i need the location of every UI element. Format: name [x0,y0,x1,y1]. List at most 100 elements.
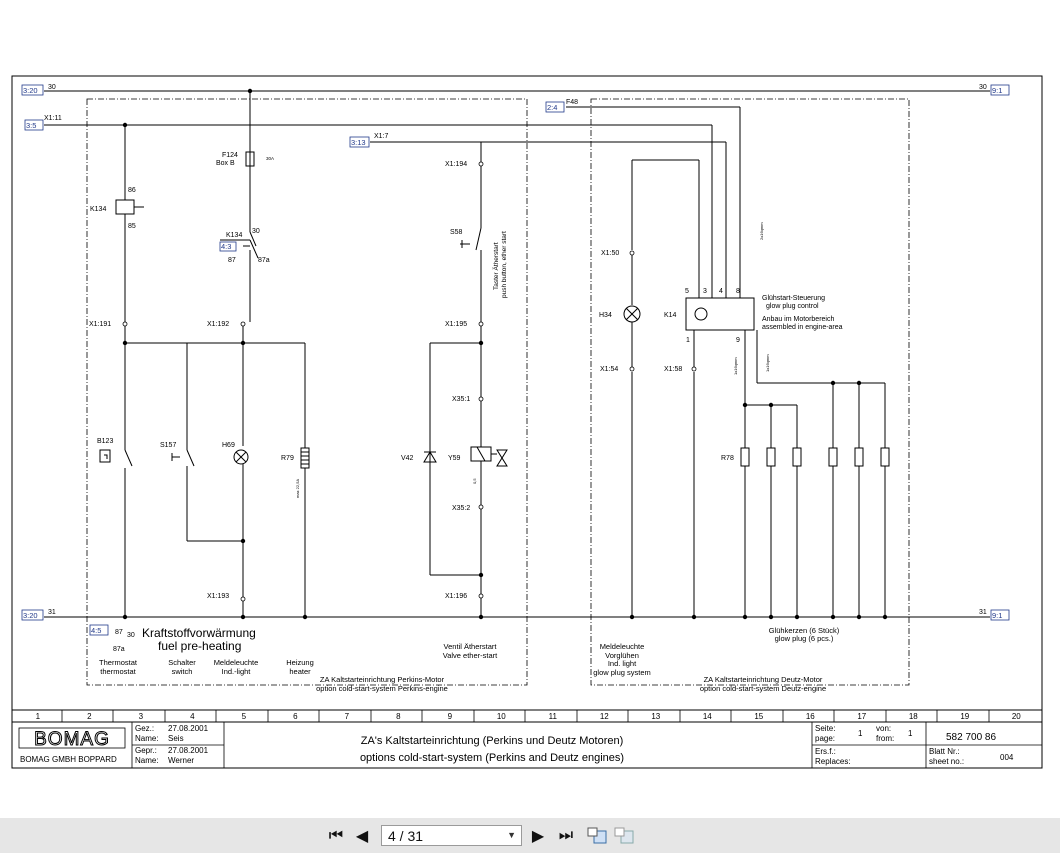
label-glow-ind-de-1: Meldeleuchte [600,642,645,651]
label-ind-light-de: Meldeleuchte [214,658,259,667]
label-glow-control-en: glow plug control [766,303,819,310]
schematic-diagram: 3:20 3:5 2:4 3:13 9:1 3:20 9:1 4:5 4:3 3… [11,75,1043,769]
label-perkins-en: option cold-start-system Perkins-engine [316,684,448,693]
column-number: 2 [87,712,92,721]
column-number: 18 [909,712,918,721]
page-label: page: [815,734,835,743]
label-r79: R79 [281,455,294,462]
chevron-down-icon[interactable]: ▼ [507,830,516,840]
fit-width-glyph [614,827,634,844]
from-value: 1 [908,729,913,738]
ref-3-20-bottom[interactable]: 3:20 [23,611,38,620]
label-y59-wire: 0,5 [472,478,477,484]
label-k134-87: 87 [228,257,236,264]
label-x1-194: X1:194 [445,161,467,168]
label-valve-de: Ventil Ätherstart [444,642,498,651]
ref-4-5[interactable]: 4:5 [91,626,101,635]
label-k14-pin-9: 9 [736,337,740,344]
label-s157: S157 [160,442,176,449]
label-k14-pin-3: 3 [703,288,707,295]
column-number: 13 [651,712,660,721]
label-k14-pin-8: 8 [736,288,740,295]
column-number: 9 [448,712,453,721]
label-x1-191: X1:191 [89,321,111,328]
drawn-label: Gez.: [135,724,154,733]
label-f48: F48 [566,99,578,106]
label-switch-de: Schalter [168,658,196,667]
label-ind-light-en: Ind.-light [222,667,252,676]
label-x1-192: X1:192 [207,321,229,328]
label-v42: V42 [401,455,414,462]
label-x1-7: X1:7 [374,133,389,140]
label-s58: S58 [450,229,463,236]
label-anbau-de: Anbau im Motorbereich [762,316,834,323]
blatt-label: Blatt Nr.: [929,747,960,756]
label-switch-en: switch [172,667,193,676]
ref-9-1-bottom[interactable]: 9:1 [992,611,1002,620]
label-push-en: push button, ether start [501,231,508,298]
fit-page-glyph [587,827,607,844]
wire-31-left: 31 [48,609,56,616]
label-f124: F124 [222,152,238,159]
checked-label: Gepr.: [135,746,157,755]
viewer-toolbar [0,818,1060,853]
wire-30-right: 30 [979,84,987,91]
label-r78: R78 [721,455,734,462]
ref-9-1-top[interactable]: 9:1 [992,86,1002,95]
label-thermostat-en: thermostat [100,667,136,676]
column-number: 14 [703,712,712,721]
ref-3-5[interactable]: 3:5 [26,121,36,130]
label-k14: K14 [664,312,677,319]
column-number: 8 [396,712,401,721]
label-valve-en: Valve ether-start [443,651,498,660]
label-contact-87a: 87a [113,646,125,653]
company-name: BOMAG GMBH BOPPARD [20,755,117,764]
label-x1-50: X1:50 [601,250,619,257]
seite-label: Seite: [815,724,835,733]
page-selector[interactable]: 4 / 31 ▼ [381,825,522,846]
sheet-label: sheet no.: [929,757,964,766]
label-k134-30: 30 [252,228,260,235]
drawn-name: Seis [168,734,184,743]
document-title-de: ZA's Kaltstarteinrichtung (Perkins und D… [361,735,624,747]
document-number: 582 700 86 [946,732,996,743]
fit-width-icon[interactable] [614,826,634,846]
ref-4-3[interactable]: 4:3 [221,242,231,251]
ref-3-20-top[interactable]: 3:20 [23,86,38,95]
label-fuel-preheating-en: fuel pre-heating [158,639,241,653]
fit-page-icon[interactable] [587,826,607,846]
label-contact-87: 87 [115,629,123,636]
label-y59: Y59 [448,455,461,462]
last-page-icon[interactable]: ⏭ [558,827,574,844]
prev-page-icon[interactable]: ◀ [355,828,369,845]
label-fuel-preheating-de: Kraftstoffvorwärmung [142,626,256,640]
label-k14-wire-1: 2x16qmm [759,222,764,240]
label-x1-54: X1:54 [600,366,618,373]
label-box-b: Box B [216,160,235,167]
replaces-label: Replaces: [815,757,851,766]
label-x1-195: X1:195 [445,321,467,328]
first-page-icon[interactable]: ⏮ [328,827,344,844]
label-k14-wire-2: 1x16qmm [733,357,738,375]
label-push-de: Taster Ätherstart [492,242,500,290]
column-number: 3 [139,712,144,721]
label-k134-85: 85 [128,223,136,230]
label-anbau-en: assembled in engine-area [762,324,843,331]
page-number-display[interactable]: 4 / 31 [388,828,424,844]
wire-30-left: 30 [48,84,56,91]
ref-3-13[interactable]: 3:13 [351,138,366,147]
column-number: 20 [1012,712,1021,721]
column-number: 1 [36,712,41,721]
column-number: 10 [497,712,506,721]
label-x1-58: X1:58 [664,366,682,373]
ref-2-4[interactable]: 2:4 [547,103,557,112]
label-glow-ind-en-2: glow plug system [593,668,651,677]
label-glow-ind-de-2: Vorglühen [605,651,639,660]
label-h69: H69 [222,442,235,449]
column-number: 19 [960,712,969,721]
sheet-value: 004 [1000,753,1014,762]
next-page-icon[interactable]: ▶ [531,828,545,845]
column-number: 6 [293,712,298,721]
column-number: 17 [857,712,866,721]
column-number: 12 [600,712,609,721]
